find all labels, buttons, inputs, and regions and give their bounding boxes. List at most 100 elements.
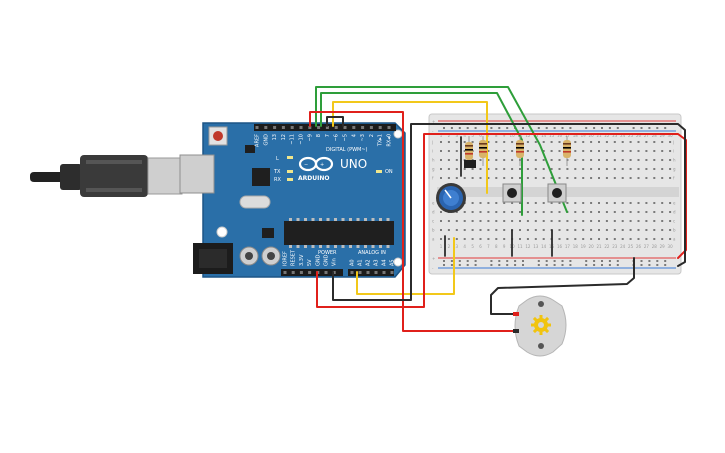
column-number: 28 — [652, 244, 658, 249]
column-number: 19 — [581, 244, 587, 249]
column-number: 15 — [549, 133, 555, 138]
column-number: 12 — [525, 133, 531, 138]
column-number: 3 — [456, 133, 459, 138]
column-number: 19 — [581, 133, 587, 138]
digital-pin-label: RX◂0 — [387, 134, 393, 147]
column-number: 18 — [573, 244, 579, 249]
digital-pin-hole[interactable] — [273, 126, 277, 129]
digital-pin-label: ~11 — [290, 134, 296, 145]
wires — [309, 86, 687, 332]
column-number: 30 — [668, 244, 674, 249]
column-number: 25 — [628, 133, 634, 138]
row-letter: h — [432, 158, 435, 163]
column-number: 10 — [510, 133, 516, 138]
pushbutton-2[interactable] — [547, 183, 567, 203]
column-number: 27 — [644, 244, 650, 249]
digital-pin-label: TX▸1 — [378, 134, 384, 147]
row-letter: j — [431, 140, 433, 145]
digital-pin-label: ~5 — [343, 134, 349, 141]
row-letter: e — [432, 201, 435, 206]
column-number: 22 — [604, 133, 610, 138]
rail-plus-bottom: + — [432, 256, 435, 261]
column-number: 16 — [557, 244, 563, 249]
column-number: 7 — [487, 133, 490, 138]
digital-pin-hole[interactable] — [317, 126, 321, 129]
column-number: 25 — [628, 244, 634, 249]
digital-pin-hole[interactable] — [308, 126, 312, 129]
digital-pin-hole[interactable] — [290, 126, 294, 129]
arduino-logo: − + UNO ARDUINO — [298, 156, 367, 182]
analog-pin-hole[interactable] — [358, 271, 362, 274]
digital-pin-hole[interactable] — [352, 126, 356, 129]
column-number: 17 — [565, 133, 571, 138]
column-number: 17 — [565, 244, 571, 249]
digital-pin-hole[interactable] — [343, 126, 347, 129]
column-number: 11 — [517, 244, 523, 249]
analog-pin-label: A5 — [390, 259, 396, 266]
digital-pin-label: AREF — [255, 134, 261, 147]
potentiometer[interactable] — [436, 183, 466, 213]
power-pin-hole[interactable] — [291, 271, 295, 274]
power-pin-label: Vin — [332, 258, 338, 266]
digital-pin-hole[interactable] — [361, 126, 365, 129]
digital-pin-label: ~3 — [360, 134, 366, 141]
led-label-l: L — [276, 156, 279, 162]
power-pin-label: 5V — [307, 259, 313, 266]
column-number: 2 — [448, 244, 451, 249]
column-number: 21 — [596, 244, 602, 249]
dc-motor[interactable] — [513, 295, 567, 357]
analog-pin-label: A4 — [382, 259, 388, 266]
power-pin-hole[interactable] — [332, 271, 336, 274]
digital-pin-hole[interactable] — [264, 126, 268, 129]
analog-pin-hole[interactable] — [390, 271, 394, 274]
board-model-label: UNO — [340, 157, 367, 171]
digital-pin-label: GND — [263, 134, 269, 146]
digital-pin-hole[interactable] — [378, 126, 382, 129]
digital-pin-label: 2 — [369, 134, 375, 137]
led-label-rx: RX — [274, 177, 281, 183]
digital-pin-hole[interactable] — [334, 126, 338, 129]
digital-pin-hole[interactable] — [325, 126, 329, 129]
column-number: 8 — [495, 244, 498, 249]
digital-pin-hole[interactable] — [369, 126, 373, 129]
column-number: 21 — [596, 133, 602, 138]
column-number: 16 — [557, 133, 563, 138]
row-letter: i — [673, 149, 674, 154]
row-letter: i — [432, 149, 433, 154]
reset-button[interactable] — [213, 131, 223, 141]
digital-pin-hole[interactable] — [255, 126, 259, 129]
column-number: 4 — [463, 133, 466, 138]
power-pin-hole[interactable] — [299, 271, 303, 274]
power-pin-hole[interactable] — [283, 271, 287, 274]
digital-pin-label: 12 — [281, 134, 287, 140]
analog-pin-hole[interactable] — [366, 271, 370, 274]
row-letter: j — [672, 140, 674, 145]
row-letter: f — [432, 176, 434, 181]
column-number: 6 — [479, 133, 482, 138]
resistor-3 — [516, 136, 524, 166]
column-number: 29 — [660, 133, 666, 138]
wire-green-1 — [320, 92, 523, 216]
column-number: 26 — [636, 244, 642, 249]
digital-pin-hole[interactable] — [281, 126, 285, 129]
row-letter: a — [432, 237, 435, 242]
column-number: 24 — [620, 133, 626, 138]
digital-pin-hole[interactable] — [387, 126, 391, 129]
column-number: 14 — [541, 133, 547, 138]
power-pin-hole[interactable] — [308, 271, 312, 274]
column-number: 5 — [471, 133, 474, 138]
analog-pin-hole[interactable] — [382, 271, 386, 274]
digital-header-label: DIGITAL (PWM~) — [326, 147, 368, 153]
microcontroller-chip — [284, 221, 394, 245]
analog-pin-hole[interactable] — [350, 271, 354, 274]
pushbutton-1[interactable] — [502, 183, 522, 203]
usb-port — [179, 154, 215, 194]
column-number: 20 — [589, 133, 595, 138]
column-number: 1 — [440, 244, 443, 249]
row-letter: e — [673, 201, 676, 206]
power-pin-hole[interactable] — [324, 271, 328, 274]
board-brand-label: ARDUINO — [298, 175, 329, 182]
digital-pin-hole[interactable] — [299, 126, 303, 129]
analog-pin-hole[interactable] — [374, 271, 378, 274]
